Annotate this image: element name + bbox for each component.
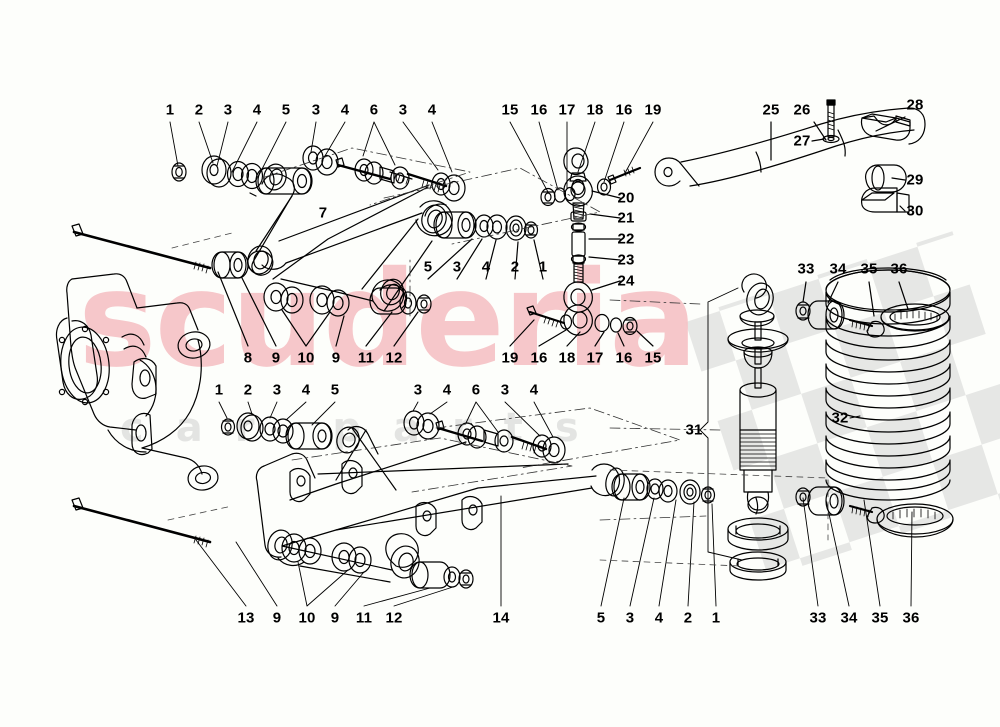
callout-number-4: 4 [252,101,262,119]
callout-number-4: 4 [427,101,437,119]
upper-arm-inner-hardware [211,251,432,347]
upper-control-arm [247,163,453,312]
callout-number-9: 9 [271,349,281,367]
callout-number-16: 16 [615,101,633,119]
callout-number-2: 2 [510,258,520,276]
callout-number-30: 30 [906,202,924,220]
callout-number-33: 33 [797,260,815,278]
callout-number-36: 36 [890,260,908,278]
lower-arm-inner-hardware [281,533,474,589]
adjustable-link-assembly [540,147,642,313]
callout-number-4: 4 [481,258,491,276]
lower-arm-hardware-top [220,410,566,464]
phantom-frame-lines [167,231,829,567]
callout-number-9: 9 [331,349,341,367]
callout-number-3: 3 [272,381,282,399]
callout-number-15: 15 [644,349,662,367]
callout-number-2: 2 [194,101,204,119]
callout-number-3: 3 [398,101,408,119]
callout-number-21: 21 [617,209,635,227]
callout-number-3: 3 [413,381,423,399]
callout-number-12: 12 [385,349,403,367]
callout-number-10: 10 [298,609,316,627]
callout-number-10: 10 [297,349,315,367]
callout-number-31: 31 [685,421,703,439]
callout-number-25: 25 [762,101,780,119]
callout-number-17: 17 [586,349,604,367]
leader-lines-lower-top [218,401,554,438]
callout-number-16: 16 [530,349,548,367]
callout-number-35: 35 [871,609,889,627]
callout-number-3: 3 [625,609,635,627]
leader-lines-bottom [195,495,913,607]
phantom-reference-lines [261,147,721,521]
callout-number-19: 19 [644,101,662,119]
callout-number-18: 18 [558,349,576,367]
lower-link-hardware [509,304,654,347]
callout-number-4: 4 [654,609,664,627]
callout-number-5: 5 [330,381,340,399]
callout-number-36: 36 [902,609,920,627]
callout-number-1: 1 [538,258,548,276]
callout-number-3: 3 [500,381,510,399]
callout-number-17: 17 [558,101,576,119]
callout-number-34: 34 [829,260,847,278]
anti-roll-bar-assembly [654,99,926,213]
callout-number-32: 32 [831,409,849,427]
callout-number-11: 11 [357,349,375,367]
spring-seat-hardware-top [795,281,950,338]
callout-number-16: 16 [615,349,633,367]
callout-number-23: 23 [617,251,635,269]
callout-number-24: 24 [617,272,635,290]
callout-number-5: 5 [281,101,291,119]
callout-number-4: 4 [301,381,311,399]
callout-number-9: 9 [272,609,282,627]
callout-number-12: 12 [385,609,403,627]
callout-number-4: 4 [442,381,452,399]
upper-arm-hardware-top [171,145,466,202]
callout-number-6: 6 [471,381,481,399]
callout-number-6: 6 [369,101,379,119]
callout-number-35: 35 [860,260,878,278]
callout-number-18: 18 [586,101,604,119]
callout-number-1: 1 [165,101,175,119]
callout-number-1: 1 [214,381,224,399]
callout-number-7: 7 [318,204,328,222]
callout-number-3: 3 [452,258,462,276]
callout-number-19: 19 [501,349,519,367]
rear-upright-knuckle [55,273,219,491]
callout-number-4: 4 [529,381,539,399]
callout-number-29: 29 [906,171,924,189]
callout-number-26: 26 [793,101,811,119]
callout-number-2: 2 [243,381,253,399]
spring-seat-hardware-bottom [795,486,954,538]
callout-number-22: 22 [617,230,635,248]
shock-absorber-unit [699,273,789,581]
callout-number-34: 34 [840,609,858,627]
long-through-bolts [71,223,212,548]
callout-number-1: 1 [711,609,721,627]
callout-number-16: 16 [530,101,548,119]
callout-number-13: 13 [237,609,255,627]
callout-number-27: 27 [793,132,811,150]
callout-number-33: 33 [809,609,827,627]
callout-number-15: 15 [501,101,519,119]
callout-number-4: 4 [340,101,350,119]
callout-number-5: 5 [596,609,606,627]
callout-number-3: 3 [223,101,233,119]
callout-number-9: 9 [330,609,340,627]
callout-number-2: 2 [683,609,693,627]
callout-number-20: 20 [617,189,635,207]
coil-spring [825,267,951,501]
callout-number-14: 14 [492,609,510,627]
callout-number-5: 5 [423,258,433,276]
callout-number-3: 3 [311,101,321,119]
callout-number-8: 8 [243,349,253,367]
callout-number-11: 11 [355,609,373,627]
callout-number-28: 28 [906,96,924,114]
